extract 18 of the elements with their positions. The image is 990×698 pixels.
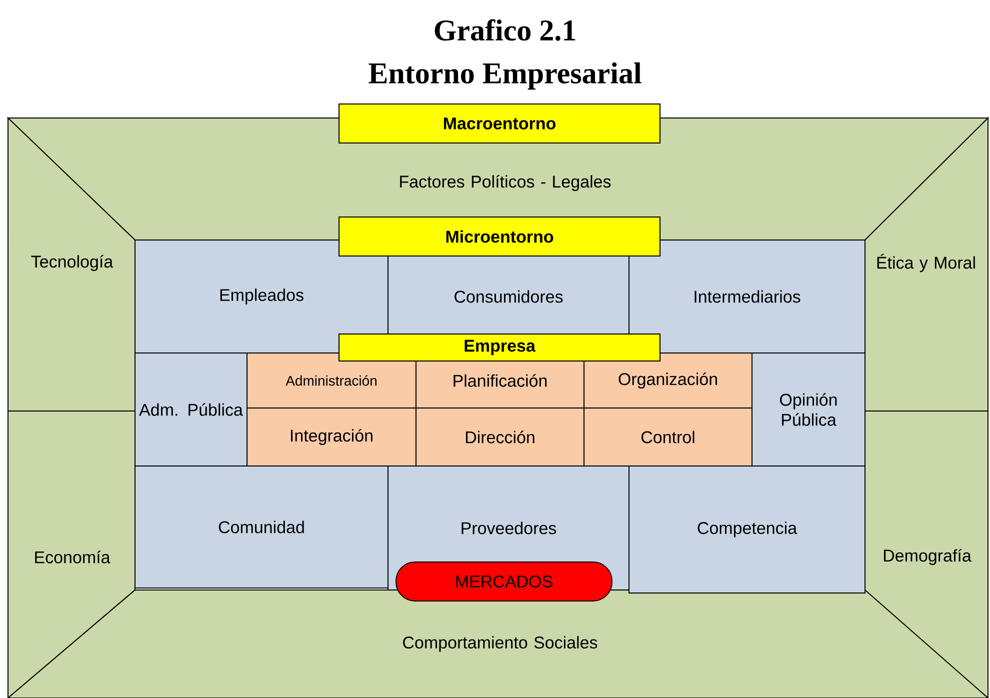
factor-box: Adm. Pública — [134, 352, 248, 466]
title: Grafico 2.1 — [434, 19, 576, 41]
market-pill: MERCADOS — [396, 562, 612, 602]
level-label: Macroentorno — [338, 104, 660, 144]
factor-box: Integración — [246, 408, 416, 466]
level-label: Microentorno — [338, 216, 660, 256]
factor-box: Dirección — [416, 408, 584, 466]
environment-band: Economía — [8, 410, 136, 698]
factor-box: Control — [584, 408, 752, 466]
factor-box: Administración — [246, 352, 416, 408]
node-label: Ética y Moral — [877, 254, 975, 272]
title: Entorno Empresarial — [368, 62, 642, 90]
level-label: Empresa — [338, 334, 660, 362]
environment-band: Demografía — [864, 410, 988, 698]
factor-box: Organización — [584, 352, 752, 408]
factor-box: Opinión Pública — [752, 352, 866, 466]
node-label: Economía — [35, 550, 110, 564]
node-label: Demografía — [884, 548, 972, 566]
